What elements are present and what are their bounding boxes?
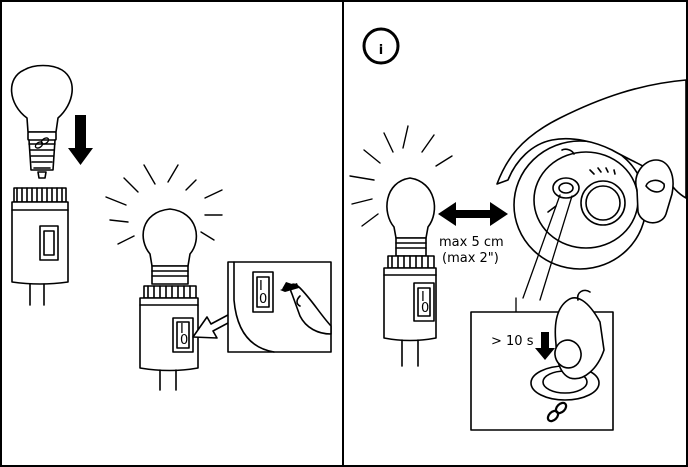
switch-inset xyxy=(228,262,331,352)
remote-control xyxy=(514,141,646,269)
lit-bulb-left xyxy=(140,209,198,390)
left-panel: I 0 I 0 xyxy=(12,66,331,391)
press-inset xyxy=(471,290,613,430)
info-icon-glyph: i xyxy=(379,43,383,58)
lamp-socket-left xyxy=(12,188,68,305)
lit-bulb-right xyxy=(384,178,436,366)
distance-label-line1: max 5 cm xyxy=(439,235,504,250)
distance-arrow-icon xyxy=(438,202,508,226)
press-duration-label: > 10 s xyxy=(491,334,534,349)
switch-mark-off-inset: 0 xyxy=(259,292,267,307)
distance-label-line2: (max 2") xyxy=(442,251,499,266)
switch-mark-off-left: 0 xyxy=(180,333,188,348)
down-arrow-icon xyxy=(68,115,93,165)
switch-mark-off-right: 0 xyxy=(421,301,429,316)
bulb-icon xyxy=(12,66,73,179)
right-panel: i I 0 max 5 cm xyxy=(350,29,686,430)
